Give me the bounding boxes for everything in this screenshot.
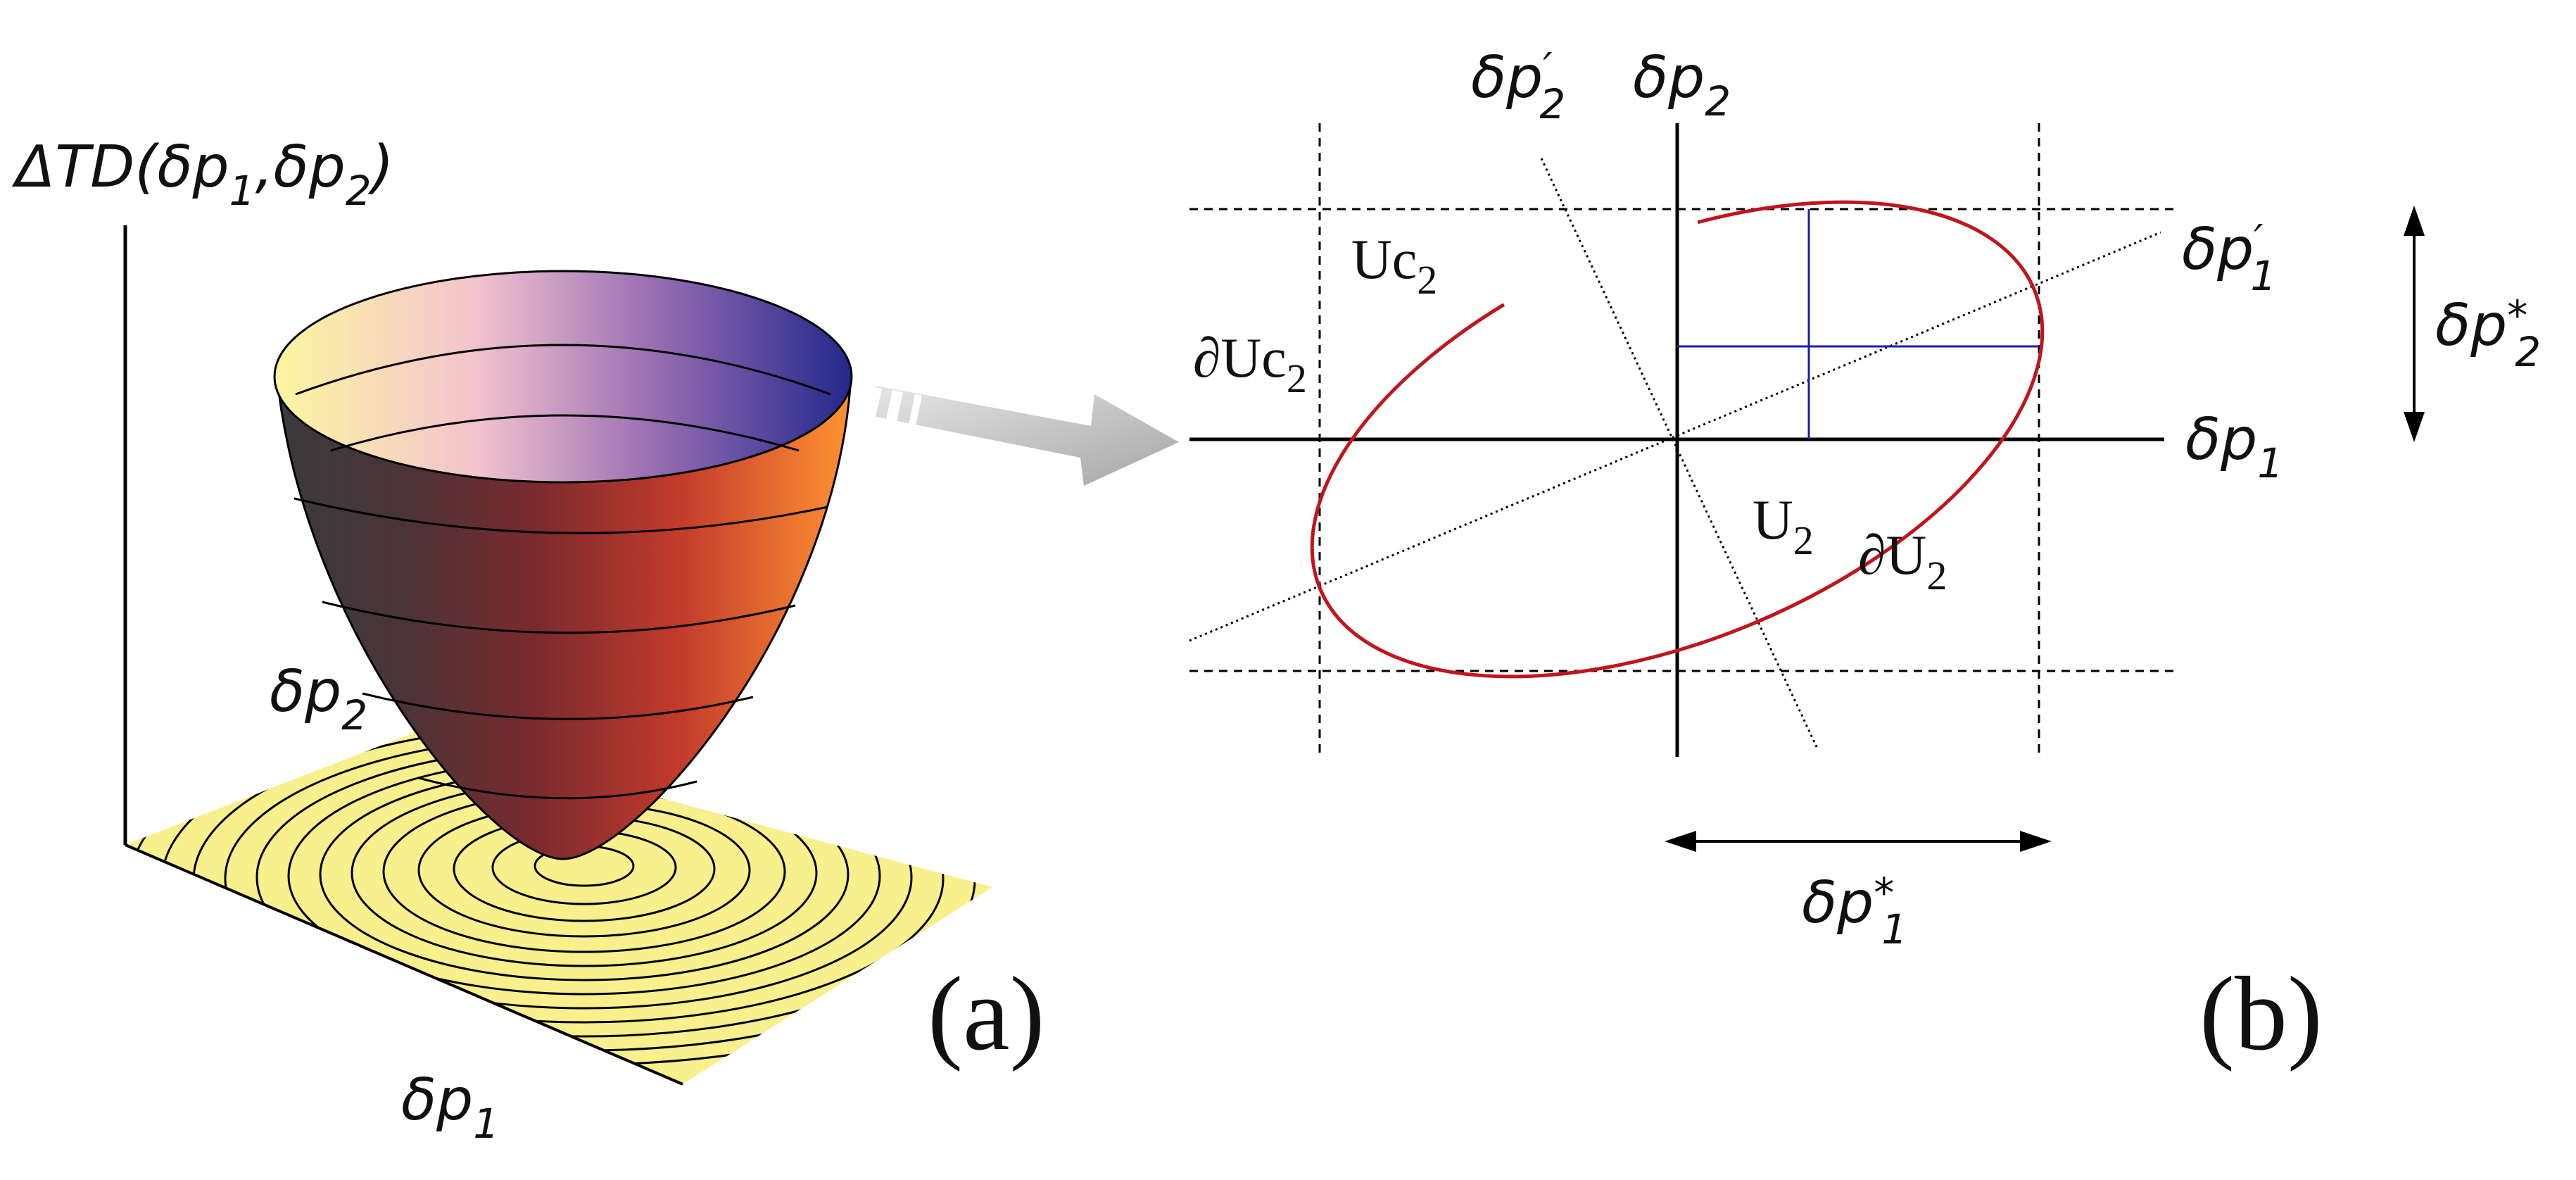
range-arrow-dp1-right-head — [2020, 831, 2052, 852]
axis-label-dp1: δp1 — [401, 1067, 499, 1148]
range-arrow-dp1 — [1665, 831, 2052, 852]
floor-plane — [125, 732, 992, 1084]
dp2-prime-axis — [1540, 158, 1819, 751]
bowl-contour-3 — [362, 692, 754, 720]
range-arrow-dp2-bottom-head — [2404, 412, 2425, 442]
dp1-prime-axis — [1189, 231, 2161, 642]
panel-label-a: (a) — [928, 955, 1044, 1072]
label-u2: U2 — [1753, 489, 1814, 563]
floor-edge-left — [125, 843, 683, 1086]
panel-b: δp2 δp′2 δp′1 δp1 Uc2 ∂Uc2 U2 ∂U2 δp*1 δ… — [1189, 44, 2541, 1072]
z-axis-label: ΔTD(δp1,δp2) — [11, 134, 394, 215]
transition-arrow — [860, 386, 1179, 486]
bowl-contour-1 — [293, 497, 828, 534]
label-dp2: δp2 — [1633, 44, 1731, 125]
paraboloid-rim — [273, 270, 853, 484]
bowl-contour-4 — [418, 777, 697, 800]
panel-a: ΔTD(δp1,δp2) δp2 δp1 (a) — [11, 134, 1044, 1148]
arrow-stripe-1 — [860, 386, 882, 420]
bowl-contour-2 — [322, 601, 796, 634]
paraboloid-surface — [275, 372, 852, 860]
range-arrow-dp1-left-head — [1665, 831, 1696, 852]
label-dp1: δp1 — [2185, 406, 2283, 487]
label-boundary-u2: ∂U2 — [1858, 525, 1947, 598]
inner-contours — [295, 344, 831, 452]
bowl-contours — [293, 497, 828, 800]
label-range-dp2: δp*2 — [2435, 291, 2541, 376]
label-boundary-uc2: ∂Uc2 — [1193, 327, 1307, 401]
label-dp2-prime: δp′2 — [1471, 44, 1565, 128]
label-uc2: Uc2 — [1351, 229, 1437, 303]
label-dp1-prime: δp′1 — [2182, 215, 2276, 300]
range-arrow-dp2 — [2404, 206, 2425, 442]
panel-label-b: (b) — [2199, 955, 2323, 1072]
range-arrow-dp2-top-head — [2404, 206, 2425, 236]
arrow-stripe-2 — [885, 390, 903, 425]
axis-label-dp2: δp2 — [270, 658, 367, 739]
ellipse-boundary-u2 — [1310, 200, 2045, 679]
arrow-stripe-3 — [908, 394, 922, 429]
arrow-body — [869, 386, 1179, 486]
label-range-dp1: δp*1 — [1802, 869, 1907, 953]
inner-contour-2 — [330, 414, 800, 452]
principal-axes — [1189, 158, 2161, 751]
inner-contour-1 — [295, 344, 831, 396]
